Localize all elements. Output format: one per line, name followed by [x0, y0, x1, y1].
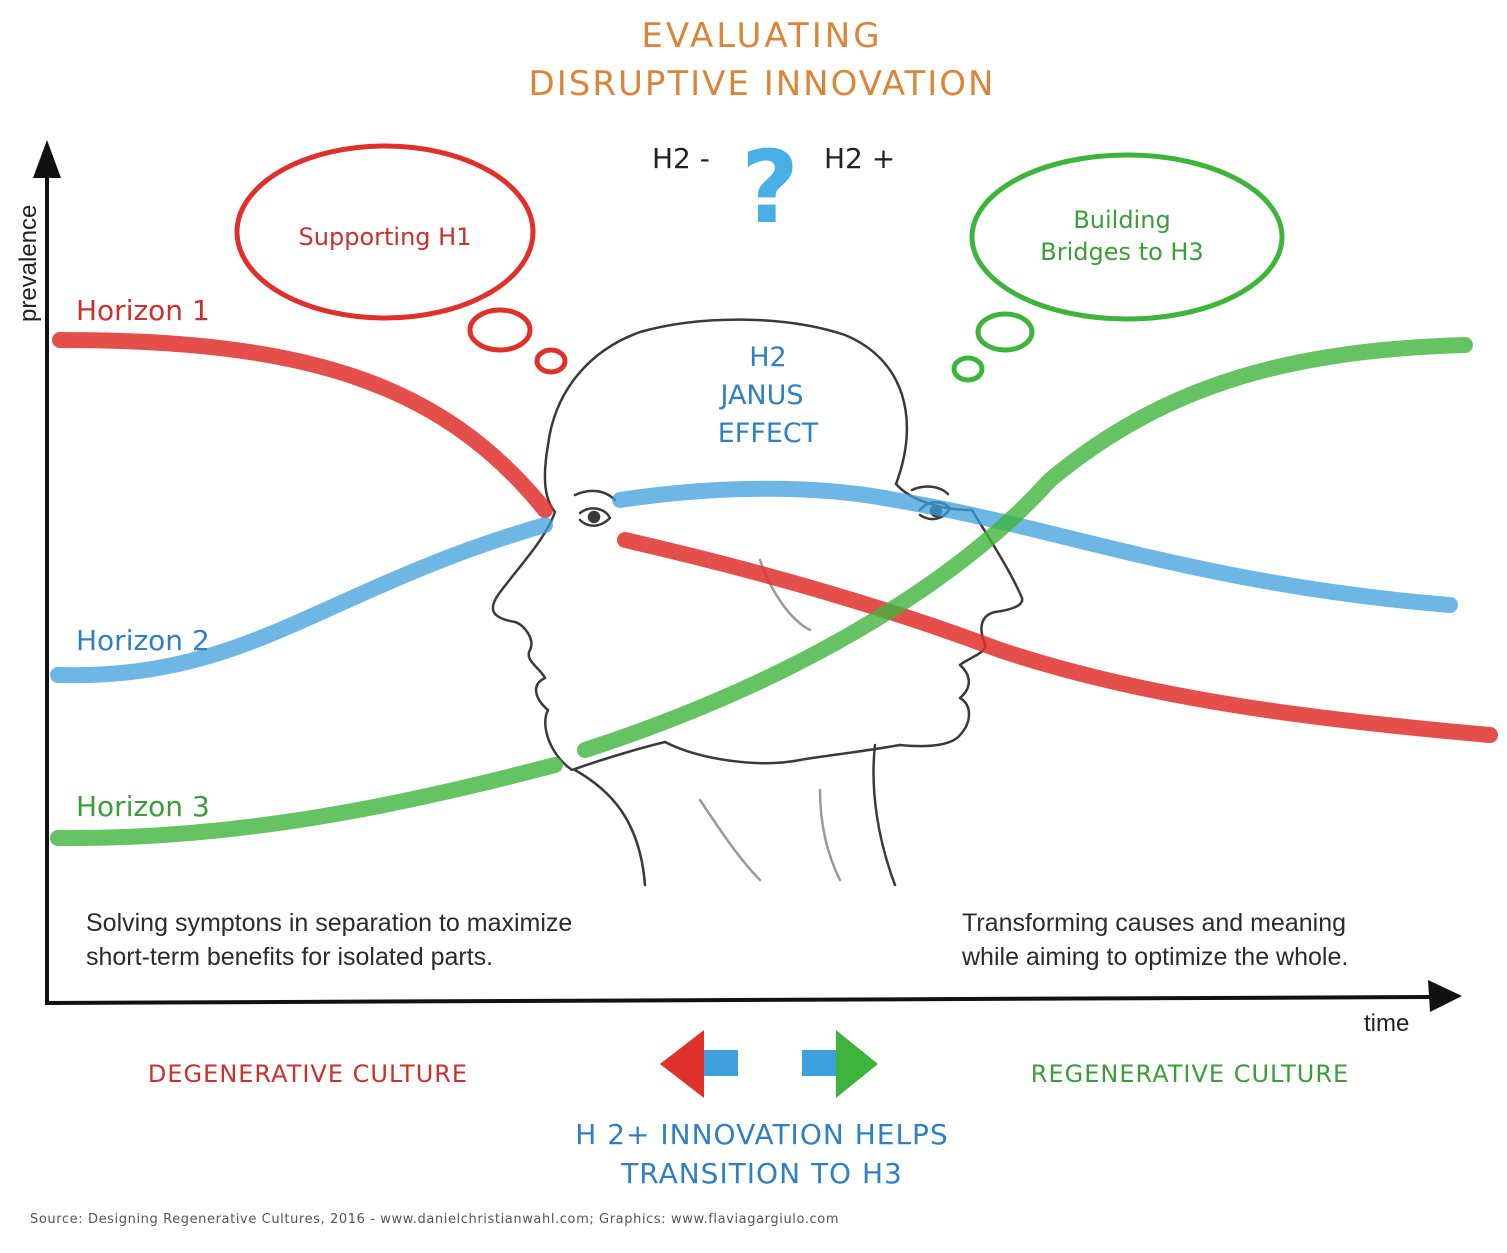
- horizon-1-curve: [52, 332, 553, 518]
- x-axis-arrowhead: [1428, 980, 1462, 1012]
- bottom-line-1: H 2+ INNOVATION HELPS: [575, 1118, 948, 1151]
- thought-bubble-right: [951, 152, 1285, 383]
- thought-left-text: Supporting H1: [299, 223, 472, 251]
- horizon-3-curve: [50, 757, 563, 847]
- arrow-left-icon: [660, 1030, 738, 1098]
- right-description: Transforming causes and meaning while ai…: [962, 906, 1462, 974]
- culture-right-label: REGENERATIVE CULTURE: [1031, 1060, 1349, 1088]
- question-mark-icon: ?: [741, 129, 799, 246]
- right-description-line-1: Transforming causes and meaning: [962, 909, 1346, 937]
- thought-right-line-1: Building: [1073, 206, 1170, 234]
- y-axis-arrowhead: [33, 140, 61, 178]
- source-credit: Source: Designing Regenerative Cultures,…: [30, 1212, 840, 1227]
- horizon-3-label: Horizon 3: [76, 790, 210, 823]
- horizon-2-curve: [50, 517, 553, 684]
- left-description-line-1: Solving symptons in separation to maximi…: [86, 909, 573, 937]
- y-axis-label: prevalence: [15, 205, 42, 322]
- horizon-2-label: Horizon 2: [76, 624, 210, 657]
- title-line-1: EVALUATING: [641, 16, 882, 56]
- horizon-curves: [50, 332, 1498, 847]
- culture-left-label: DEGENERATIVE CULTURE: [148, 1060, 468, 1088]
- x-axis-label: time: [1364, 1010, 1410, 1037]
- right-description-line-2: while aiming to optimize the whole.: [962, 943, 1349, 971]
- thought-right-line-2: Bridges to H3: [1040, 238, 1203, 266]
- arrow-right-icon: [802, 1030, 878, 1098]
- horizon-1-curve-right: [617, 532, 1498, 743]
- h2-minus-label: H2 -: [652, 142, 710, 175]
- horizon-3-curve-right: [577, 337, 1473, 758]
- left-description-line-2: short-term benefits for isolated parts.: [86, 943, 494, 971]
- bottom-line-2: TRANSITION TO H3: [620, 1157, 903, 1190]
- janus-line-2: JANUS: [718, 380, 803, 411]
- thought-bubble-left: [234, 143, 568, 375]
- janus-line-1: H2: [749, 342, 786, 373]
- axes: [33, 140, 1462, 1012]
- janus-line-3: EFFECT: [718, 418, 819, 449]
- title-line-2: DISRUPTIVE INNOVATION: [529, 64, 996, 104]
- x-axis: [44, 995, 1431, 1005]
- left-description: Solving symptons in separation to maximi…: [86, 906, 686, 974]
- h2-plus-label: H2 +: [824, 142, 895, 175]
- horizon-2-curve-right: [612, 480, 1458, 613]
- horizon-1-label: Horizon 1: [76, 294, 210, 327]
- janus-head-illustration: [491, 318, 1024, 887]
